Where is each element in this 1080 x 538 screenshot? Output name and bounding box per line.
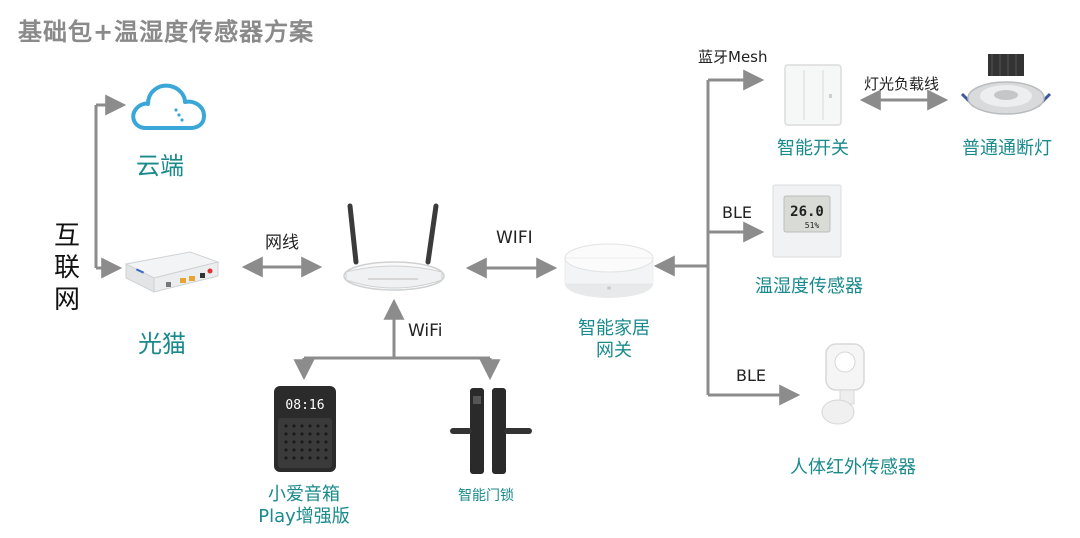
speaker-label-line2: Play增强版 bbox=[258, 506, 350, 527]
light-load-label: 灯光负载线 bbox=[864, 75, 940, 93]
motion-label: 人体红外传感器 bbox=[790, 457, 916, 478]
speaker-icon: 08:16 bbox=[274, 386, 336, 472]
modem-icon bbox=[124, 251, 220, 293]
thermometer-sensor-icon: 26.0 51% bbox=[772, 184, 842, 258]
speaker-label-line1: 小爱音箱 bbox=[268, 484, 340, 505]
internet-char-2: 联 bbox=[53, 253, 80, 283]
switch-label: 智能开关 bbox=[777, 138, 849, 159]
gateway-icon bbox=[564, 243, 654, 298]
ble-label-2: BLE bbox=[736, 366, 766, 385]
speaker-label: 小爱音箱 Play增强版 bbox=[244, 484, 364, 528]
sensor-display-top: 26.0 bbox=[790, 204, 824, 220]
lamp-label: 普通通断灯 bbox=[962, 138, 1052, 159]
speaker-display: 08:16 bbox=[285, 398, 324, 413]
gateway-label-line2: 网关 bbox=[596, 340, 632, 361]
sensor-display-bottom: 51% bbox=[805, 221, 820, 230]
wifi-lower-label: WiFi bbox=[408, 321, 443, 341]
page-title: 基础包+温湿度传感器方案 bbox=[18, 18, 315, 46]
wifi-upper-label: WIFI bbox=[496, 228, 533, 248]
internet-char-3: 网 bbox=[53, 285, 80, 315]
sensor-label: 温湿度传感器 bbox=[755, 276, 863, 297]
cable-label: 网线 bbox=[265, 233, 299, 253]
smart-switch-icon bbox=[784, 64, 842, 126]
door-lock-icon bbox=[450, 388, 532, 474]
motion-sensor-icon bbox=[821, 343, 865, 425]
gateway-label: 智能家居 网关 bbox=[566, 318, 662, 362]
internet-label: 互 联 网 bbox=[52, 220, 82, 316]
cloud-label: 云端 bbox=[136, 152, 184, 180]
gateway-label-line1: 智能家居 bbox=[578, 318, 650, 339]
downlight-icon bbox=[960, 54, 1052, 115]
mesh-label: 蓝牙Mesh bbox=[698, 48, 768, 66]
router-icon bbox=[343, 203, 445, 291]
cloud-icon bbox=[131, 83, 206, 130]
ble-label-1: BLE bbox=[722, 203, 752, 222]
lock-label: 智能门锁 bbox=[458, 488, 514, 504]
modem-label: 光猫 bbox=[138, 330, 186, 358]
internet-char-1: 互 bbox=[53, 221, 80, 251]
